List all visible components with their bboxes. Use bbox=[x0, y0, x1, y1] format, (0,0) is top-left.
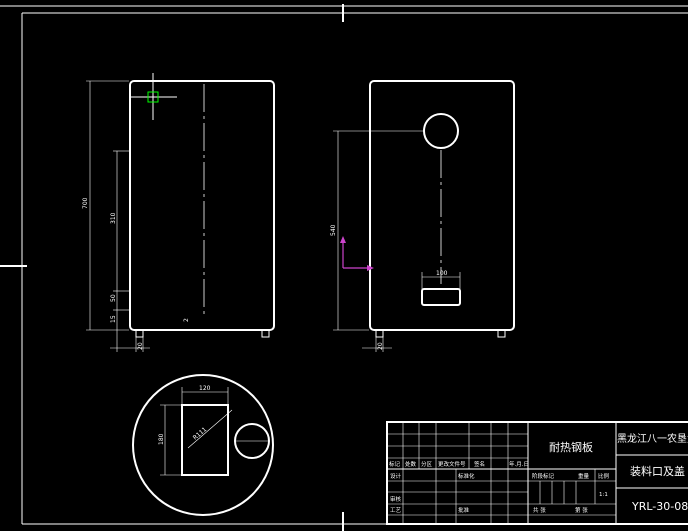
top-view[interactable]: 120 180 R111 bbox=[132, 374, 274, 516]
front-dim-base-text: 15 bbox=[110, 315, 117, 323]
front-dim-lower-text: 50 bbox=[110, 294, 117, 302]
top-dim-width-text: 120 bbox=[199, 385, 211, 392]
top-dim-length-text: 180 bbox=[158, 433, 165, 445]
title-part-name: 装料口及盖 bbox=[630, 464, 685, 478]
title-institution: 黑龙江八一农垦大 bbox=[617, 432, 688, 445]
side-foot-right[interactable] bbox=[497, 329, 506, 338]
rev-header-mark: 标记 bbox=[389, 460, 401, 468]
side-foot-left[interactable] bbox=[375, 329, 384, 338]
side-view[interactable]: 540 100 20 bbox=[330, 80, 515, 352]
label-stage-mark: 阶段标记 bbox=[532, 472, 555, 480]
front-dim-upper-text: 310 bbox=[110, 212, 117, 224]
front-view[interactable]: 700 310 50 15 20 2 bbox=[82, 80, 275, 352]
front-view-body[interactable] bbox=[129, 80, 275, 331]
front-foot-left[interactable] bbox=[135, 329, 144, 338]
label-review: 审核 bbox=[390, 495, 402, 503]
value-scale: 1:1 bbox=[599, 492, 608, 498]
label-weight: 重量 bbox=[578, 472, 590, 480]
label-design: 设计 bbox=[390, 472, 402, 480]
side-view-window[interactable] bbox=[421, 288, 461, 306]
crosshair-cursor-icon bbox=[129, 73, 177, 120]
side-dim-window-text: 100 bbox=[436, 270, 448, 277]
label-scale: 比例 bbox=[598, 472, 610, 480]
side-view-body[interactable] bbox=[369, 80, 515, 331]
rev-header-count: 处数 bbox=[405, 460, 417, 468]
label-sheet-no: 第 张 bbox=[575, 506, 588, 514]
title-material: 耐热钢板 bbox=[549, 440, 593, 454]
rev-header-zone: 分区 bbox=[421, 460, 433, 468]
label-standardization: 标准化 bbox=[458, 472, 475, 480]
top-dim-radius[interactable] bbox=[187, 409, 233, 449]
rev-header-date: 年.月.日 bbox=[509, 460, 529, 468]
rev-header-file: 更改文件号 bbox=[438, 460, 466, 468]
title-block[interactable]: 耐热钢板 黑龙江八一农垦大 装料口及盖 YRL-30-08 标记 处数 分区 更… bbox=[386, 421, 688, 525]
title-drawing-no: YRL-30-08 bbox=[631, 500, 688, 513]
side-dim-foot-text: 20 bbox=[377, 342, 384, 350]
label-approve: 批准 bbox=[458, 506, 470, 514]
rev-header-sign: 签名 bbox=[474, 460, 485, 468]
label-sheets-total: 共 张 bbox=[533, 506, 546, 514]
top-view-opening[interactable] bbox=[181, 404, 229, 476]
side-dim-opening-text: 540 bbox=[330, 224, 337, 236]
side-view-port-circle[interactable] bbox=[423, 113, 459, 149]
title-block-border bbox=[386, 421, 688, 525]
top-dim-radius-text: R111 bbox=[192, 426, 209, 442]
front-dim-foot-text: 20 bbox=[137, 342, 144, 350]
front-dim-overall-text: 700 bbox=[82, 197, 89, 209]
front-dim-wall-text: 2 bbox=[183, 318, 190, 322]
top-view-outline[interactable] bbox=[132, 374, 274, 516]
label-process: 工艺 bbox=[390, 507, 402, 514]
front-foot-right[interactable] bbox=[261, 329, 270, 338]
ucs-icon bbox=[340, 236, 374, 271]
